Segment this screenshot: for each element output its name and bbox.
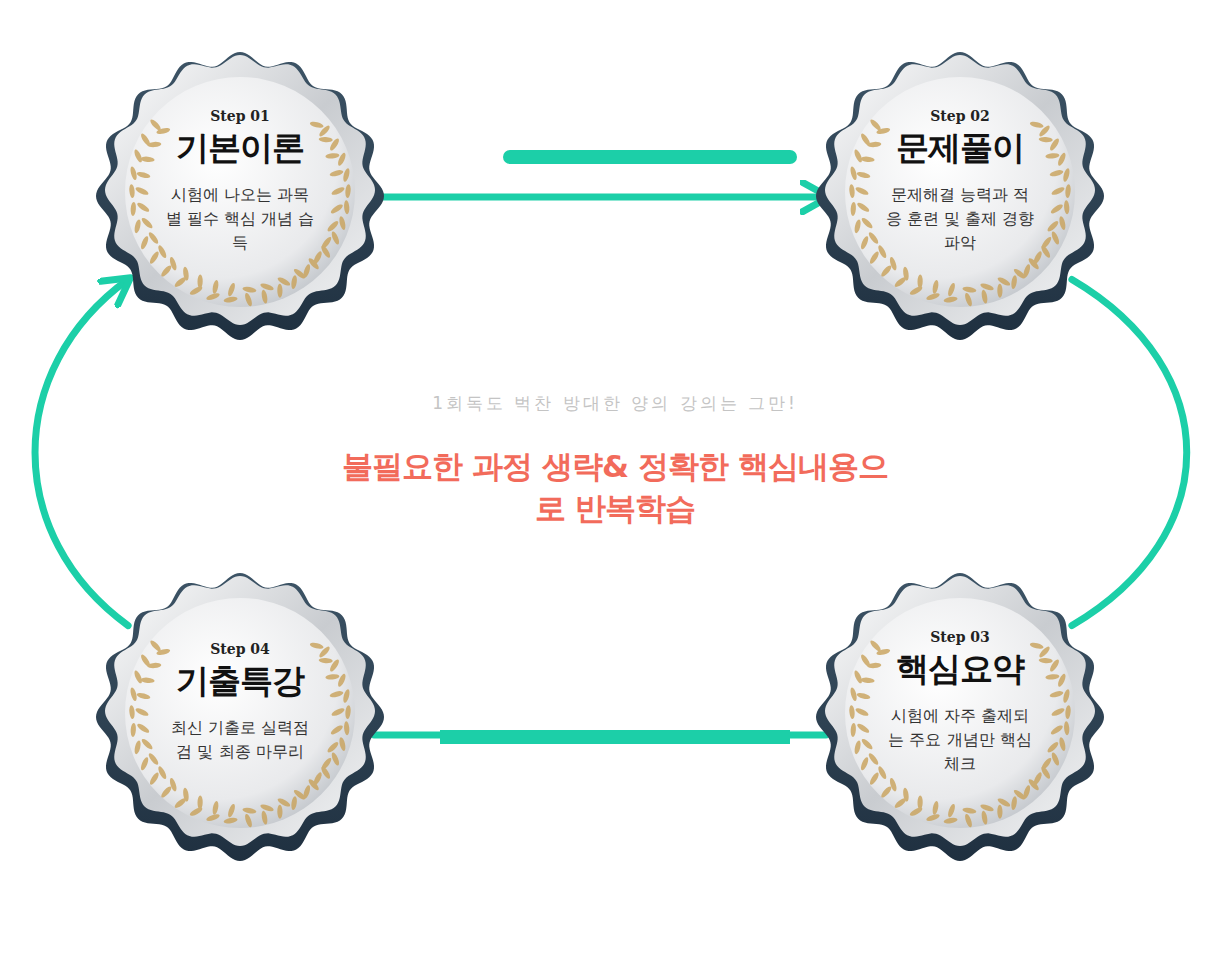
laurel [849, 118, 1072, 307]
headline-text: 불필요한 과정 생략& 정확한 핵심내용으로 반복학습 [330, 446, 900, 530]
note-text: 1회독도 벅찬 방대한 양의 강의는 그만! [300, 392, 930, 415]
step-label: Step 04 [210, 641, 270, 657]
cycle-connector [374, 194, 826, 201]
badge-ring [825, 576, 1095, 846]
step-label: Step 01 [210, 108, 270, 124]
step-description: 시험에 나오는 과목별 필수 핵심 개념 습득 [165, 183, 315, 255]
badge-ring [105, 576, 375, 846]
cycle-connector [1072, 279, 1187, 625]
step-title: 기출특강 [176, 659, 304, 704]
badge-content: Step 04 기출특강최신 기출로 실력점검 및 최종 마무리 [90, 563, 390, 863]
badge-rim [816, 52, 1104, 340]
step-description: 문제해결 능력과 적응 훈련 및 출제 경향 파악 [885, 183, 1035, 255]
step-title: 문제풀이 [896, 126, 1024, 171]
step-title: 핵심요약 [896, 647, 1024, 692]
accent-bar [510, 150, 790, 164]
cycle-connector [374, 732, 826, 739]
badge-content: Step 03 핵심요약시험에 자주 출제되는 주요 개념만 핵심 체크 [810, 563, 1110, 863]
badge-node: Step 02 문제풀이문제해결 능력과 적응 훈련 및 출제 경향 파악 [810, 42, 1110, 342]
badge-face [845, 598, 1075, 828]
step-description: 시험에 자주 출제되는 주요 개념만 핵심 체크 [885, 704, 1035, 776]
badge-content: Step 01 기본이론시험에 나오는 과목별 필수 핵심 개념 습득 [90, 42, 390, 342]
step-label: Step 02 [930, 108, 990, 124]
badge-ring [825, 55, 1095, 325]
badge-node: Step 04 기출특강최신 기출로 실력점검 및 최종 마무리 [90, 563, 390, 863]
step-label: Step 03 [930, 629, 990, 645]
laurel [129, 639, 352, 828]
laurel [129, 118, 352, 307]
laurel [849, 639, 1072, 828]
step-title: 기본이론 [176, 126, 304, 171]
badge-face [125, 77, 355, 307]
badge-rim [816, 573, 1104, 861]
badge-shape [90, 563, 390, 863]
cycle-connector [35, 279, 128, 625]
badge-face [125, 598, 355, 828]
badge-node: Step 01 기본이론시험에 나오는 과목별 필수 핵심 개념 습득 [90, 42, 390, 342]
step-description: 최신 기출로 실력점검 및 최종 마무리 [165, 716, 315, 764]
badge-node: Step 03 핵심요약시험에 자주 출제되는 주요 개념만 핵심 체크 [810, 563, 1110, 863]
badge-rim [96, 573, 384, 861]
badge-ring [105, 55, 375, 325]
badge-face [845, 77, 1075, 307]
badge-content: Step 02 문제풀이문제해결 능력과 적응 훈련 및 출제 경향 파악 [810, 42, 1110, 342]
badge-rim [96, 52, 384, 340]
